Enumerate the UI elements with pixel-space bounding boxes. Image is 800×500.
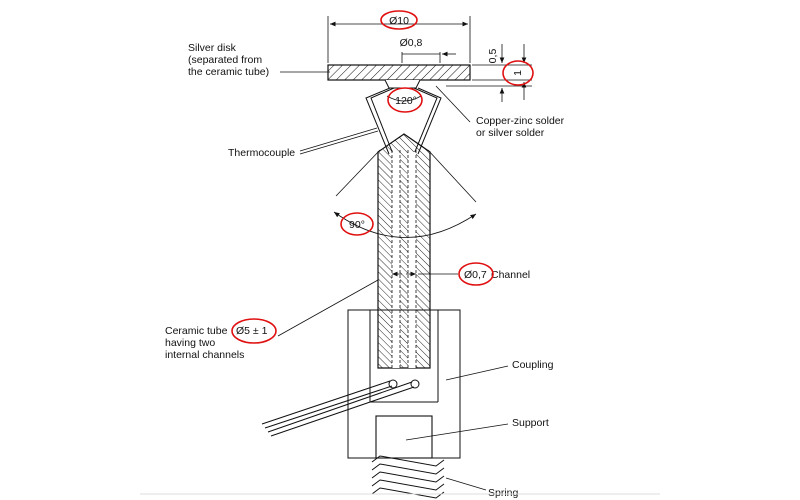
coupling bbox=[347, 309, 461, 459]
svg-text:the ceramic tube): the ceramic tube) bbox=[188, 66, 269, 78]
svg-text:Copper-zinc solder: Copper-zinc solder bbox=[476, 115, 565, 127]
highlight-circle-disk-diameter bbox=[380, 10, 418, 30]
svg-text:or silver solder: or silver solder bbox=[476, 127, 545, 139]
label-support: Support bbox=[405, 417, 549, 441]
hole-diameter-label: Ø0,8 bbox=[400, 37, 423, 49]
svg-text:Silver disk: Silver disk bbox=[188, 42, 237, 54]
weld-angle-label: 120° bbox=[395, 95, 417, 107]
tip-angle-label: 90° bbox=[349, 219, 365, 231]
ceramic-tube bbox=[377, 133, 431, 369]
label-thermocouple: Thermocouple bbox=[228, 127, 379, 159]
svg-text:Spring: Spring bbox=[488, 487, 519, 499]
ceramic-tube-label: Ceramic tube bbox=[165, 325, 228, 337]
svg-text:(separated from: (separated from bbox=[188, 54, 262, 66]
label-solder: Copper-zinc solder or silver solder bbox=[435, 85, 565, 139]
tube-diameter-label: Ø5 ± 1 bbox=[236, 325, 268, 337]
label-spring: Spring bbox=[445, 477, 519, 499]
channel-diameter-label: Ø0,7 bbox=[464, 269, 487, 281]
lead-out-wires bbox=[261, 379, 420, 437]
tip-angle-dimension: 90° bbox=[333, 149, 477, 238]
spring bbox=[371, 455, 445, 499]
highlight-circle-tube-diameter bbox=[231, 318, 277, 344]
highlight-circle-thickness bbox=[502, 60, 534, 86]
hole-diameter-dimension: Ø0,8 bbox=[400, 37, 456, 63]
svg-text:Thermocouple: Thermocouple bbox=[228, 147, 295, 159]
svg-text:internal channels: internal channels bbox=[165, 349, 244, 361]
highlight-circle-tip-angle bbox=[340, 212, 374, 236]
channel-dimension: Ø0,7 Channel bbox=[392, 262, 530, 286]
svg-text:Coupling: Coupling bbox=[512, 359, 554, 371]
svg-text:having two: having two bbox=[165, 337, 215, 349]
silver-disk bbox=[327, 64, 471, 89]
highlight-circle-channel bbox=[458, 262, 494, 286]
disk-thickness-label: 1 bbox=[512, 70, 524, 76]
highlight-circle-weld-angle bbox=[387, 87, 423, 113]
weld-angle-dimension: 120° bbox=[386, 87, 423, 113]
svg-text:Support: Support bbox=[512, 417, 549, 429]
label-silver-disk: Silver disk (separated from the ceramic … bbox=[188, 42, 330, 78]
thermocouple-wires bbox=[365, 87, 442, 155]
channel-label: Channel bbox=[491, 269, 530, 281]
label-coupling: Coupling bbox=[445, 359, 554, 381]
disk-recess-label: 0,5 bbox=[487, 49, 499, 64]
disk-diameter-label: Ø10 bbox=[389, 15, 409, 27]
disk-diameter-dimension: Ø10 bbox=[327, 10, 471, 63]
thickness-dimensions: 0,5 1 bbox=[446, 44, 534, 102]
label-ceramic-tube: Ceramic tube Ø5 ± 1 having two internal … bbox=[165, 279, 379, 361]
